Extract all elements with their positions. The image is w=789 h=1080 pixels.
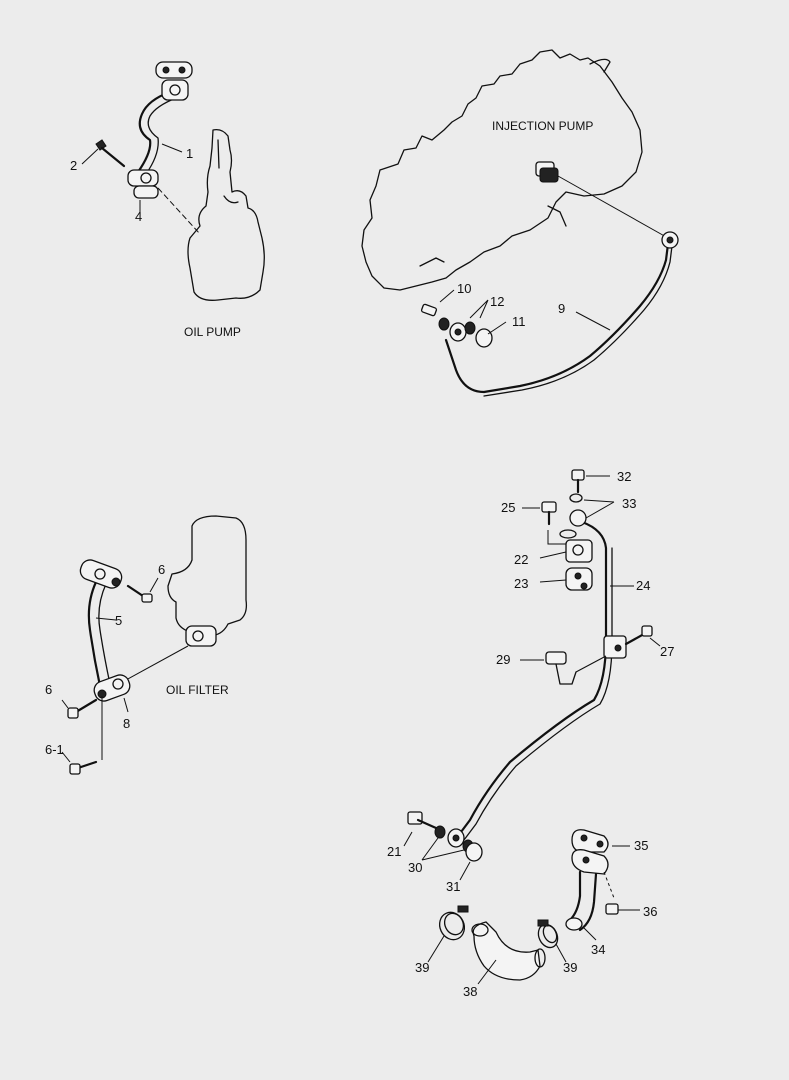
pipe-9 [444, 242, 670, 394]
bolt-21 [407, 811, 438, 830]
gasket-23 [565, 567, 593, 591]
callout-35: 35 [634, 838, 648, 853]
oil-pump-outline [187, 128, 265, 301]
pipe-1-top-flange [155, 61, 193, 101]
injection-pump-outline [361, 49, 643, 291]
bolt-25 [541, 501, 557, 526]
callout-24: 24 [636, 578, 650, 593]
callout-8: 8 [123, 716, 130, 731]
clamp-29 [545, 651, 577, 685]
washers-12 [438, 317, 476, 335]
callout-36: 36 [643, 904, 657, 919]
fitting-22 [559, 529, 593, 563]
callout-12: 12 [490, 294, 504, 309]
pipe-1-bottom-fitting [127, 169, 159, 199]
bolt-10 [420, 303, 438, 317]
pipe-9-banjo-top [661, 231, 679, 249]
pipe-24-bracket [603, 635, 627, 659]
callout-11: 11 [512, 314, 526, 329]
callout-5: 5 [115, 613, 122, 628]
oil-filter-port [185, 625, 217, 647]
callout-4: 4 [135, 209, 142, 224]
cap-11 [475, 328, 493, 348]
bolt-36 [603, 871, 619, 915]
callout-39-left: 39 [415, 960, 429, 975]
callout-34: 34 [591, 942, 605, 957]
pipe-1 [136, 90, 172, 174]
pipe-9-inner [483, 245, 673, 397]
bolt-32 [571, 469, 585, 494]
pipe-5-inner [98, 583, 111, 685]
injection-pump-group [361, 49, 679, 397]
cap-31 [465, 842, 483, 862]
injection-pump-detail [419, 58, 611, 267]
callout-21: 21 [387, 844, 401, 859]
callout-6-upper: 6 [158, 562, 165, 577]
callout-6-lower: 6 [45, 682, 52, 697]
washers-33 [569, 493, 587, 527]
pipe-9-banjo-bottom [449, 322, 467, 342]
callout-30: 30 [408, 860, 422, 875]
callout-31: 31 [446, 879, 460, 894]
callout-29: 29 [496, 652, 510, 667]
clamp-39-left [438, 905, 469, 941]
callout-25: 25 [501, 500, 515, 515]
oil-return-pipe-group [403, 469, 661, 985]
callout-22: 22 [514, 552, 528, 567]
callout-6-1: 6-1 [45, 742, 64, 757]
bolt-6-lower [67, 698, 98, 719]
callout-9: 9 [558, 301, 565, 316]
pipe-5-top-fitting [79, 559, 123, 589]
callout-2: 2 [70, 158, 77, 173]
callout-27: 27 [660, 644, 674, 659]
callout-38: 38 [463, 984, 477, 999]
clamp-39-right [537, 919, 559, 949]
callout-1: 1 [186, 146, 193, 161]
hose-38 [471, 921, 546, 981]
oil-pump-label: OIL PUMP [184, 325, 241, 339]
oil-filter-body [167, 515, 248, 637]
pump-outlet-fitting [535, 161, 559, 183]
oil-filter-group [61, 515, 248, 775]
callout-32: 32 [617, 469, 631, 484]
oil-pump-inner-line [217, 139, 239, 204]
bolt-2 [95, 139, 126, 168]
bolt-27 [624, 625, 653, 646]
callout-10: 10 [457, 281, 471, 296]
injection-pump-label: INJECTION PUMP [492, 119, 593, 133]
pipe-1-inner [145, 97, 177, 175]
pipe-5 [87, 580, 102, 688]
pipe-5-bottom-fitting [93, 674, 131, 702]
callout-39-right: 39 [563, 960, 577, 975]
oil-pump-group [81, 61, 265, 301]
pipe-24-inner [463, 547, 613, 841]
bolt-6-upper [126, 584, 153, 603]
pipe-24 [456, 520, 608, 838]
bolt-6-1 [69, 696, 103, 775]
pipe-34 [565, 849, 609, 932]
oil-filter-label: OIL FILTER [166, 683, 229, 697]
pipe-24-banjo [447, 828, 465, 848]
callout-23: 23 [514, 576, 528, 591]
gasket-35 [571, 829, 609, 853]
callout-33: 33 [622, 496, 636, 511]
oil-pump-dash-line [157, 187, 201, 235]
